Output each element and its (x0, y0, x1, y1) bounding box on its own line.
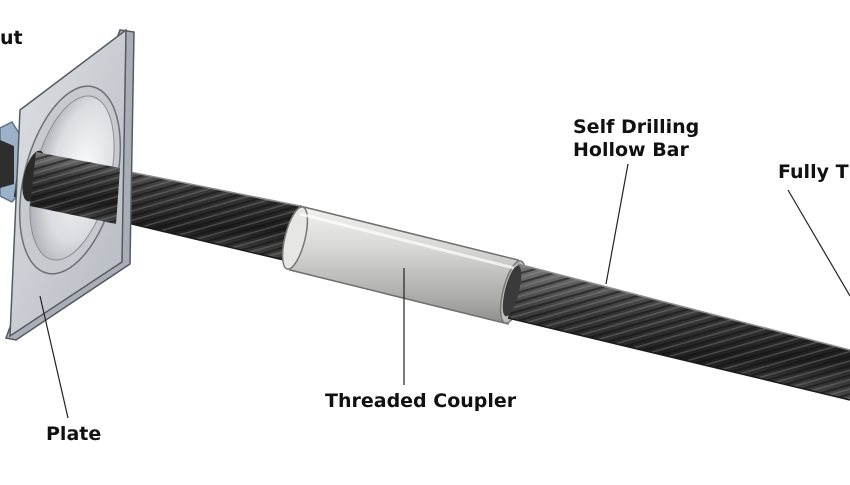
leader-lines (39, 163, 850, 419)
label-plate: Plate (46, 423, 102, 445)
label-hollow-bar-line1: Self Drilling (573, 116, 700, 138)
label-nut: ut (0, 27, 23, 49)
threaded-bar-through-plate (30, 152, 120, 224)
label-hollow-bar-line2: Hollow Bar (573, 139, 689, 161)
label-fully-threaded: Fully Th (778, 161, 850, 183)
leader-hollow-bar (605, 163, 629, 285)
leader-plate (39, 295, 69, 419)
leader-fully-threaded (787, 189, 850, 297)
label-threaded-coupler: Threaded Coupler (325, 390, 517, 412)
threaded-bar-right (502, 263, 850, 401)
